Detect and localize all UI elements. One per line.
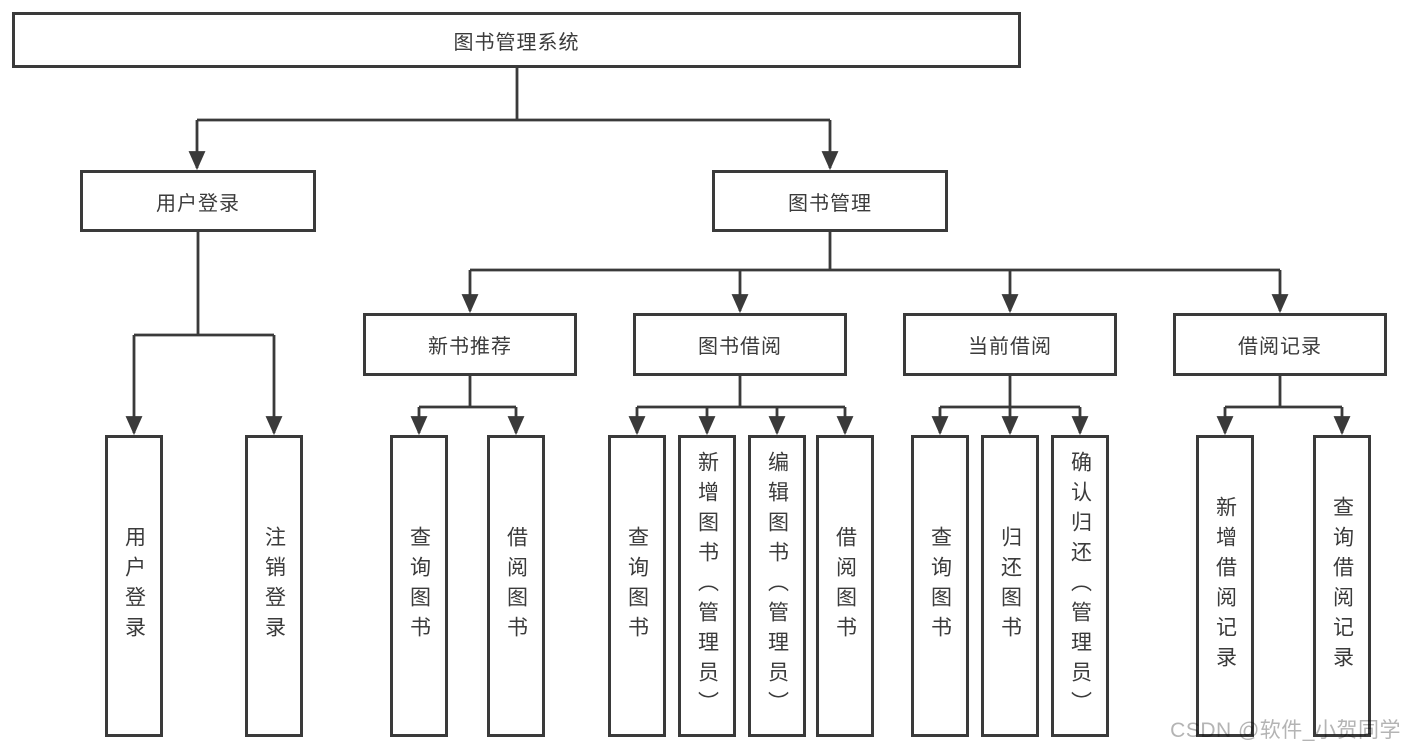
leaf-current-query-books: 查询图书 (911, 435, 969, 737)
leaf-borrow-edit-books-admin: 编辑图书（管理员） (748, 435, 806, 737)
leaf-newbook-query-books: 查询图书 (390, 435, 448, 737)
leaf-user-login: 用户登录 (105, 435, 163, 737)
node-current-borrow: 当前借阅 (903, 313, 1117, 376)
leaf-current-confirm-return-admin: 确认归还（管理员） (1051, 435, 1109, 737)
connector-current-borrow-children (931, 376, 1089, 436)
node-borrow-records: 借阅记录 (1173, 313, 1387, 376)
node-root-system: 图书管理系统 (12, 12, 1021, 68)
csdn-watermark: CSDN @软件_小贺同学 (1170, 719, 1401, 742)
leaf-current-return-books: 归还图书 (981, 435, 1039, 737)
connector-new-book-recommend-children (410, 376, 525, 436)
node-book-management: 图书管理 (712, 170, 948, 232)
connector-borrow-records-children (1216, 376, 1351, 436)
leaf-borrow-query-books: 查询图书 (608, 435, 666, 737)
leaf-borrow-add-books-admin: 新增图书（管理员） (678, 435, 736, 737)
connector-book-management-children (461, 232, 1289, 314)
connector-user-login-children (125, 232, 283, 436)
leaf-records-add-record: 新增借阅记录 (1196, 435, 1254, 737)
connector-root-to-level2 (188, 68, 839, 171)
leaf-newbook-borrow-books: 借阅图书 (487, 435, 545, 737)
node-book-borrow: 图书借阅 (633, 313, 847, 376)
leaf-borrow-borrow-books: 借阅图书 (816, 435, 874, 737)
connector-book-borrow-children (628, 376, 854, 436)
leaf-logout: 注销登录 (245, 435, 303, 737)
node-user-login: 用户登录 (80, 170, 316, 232)
leaf-records-query-record: 查询借阅记录 (1313, 435, 1371, 737)
node-new-book-recommend: 新书推荐 (363, 313, 577, 376)
